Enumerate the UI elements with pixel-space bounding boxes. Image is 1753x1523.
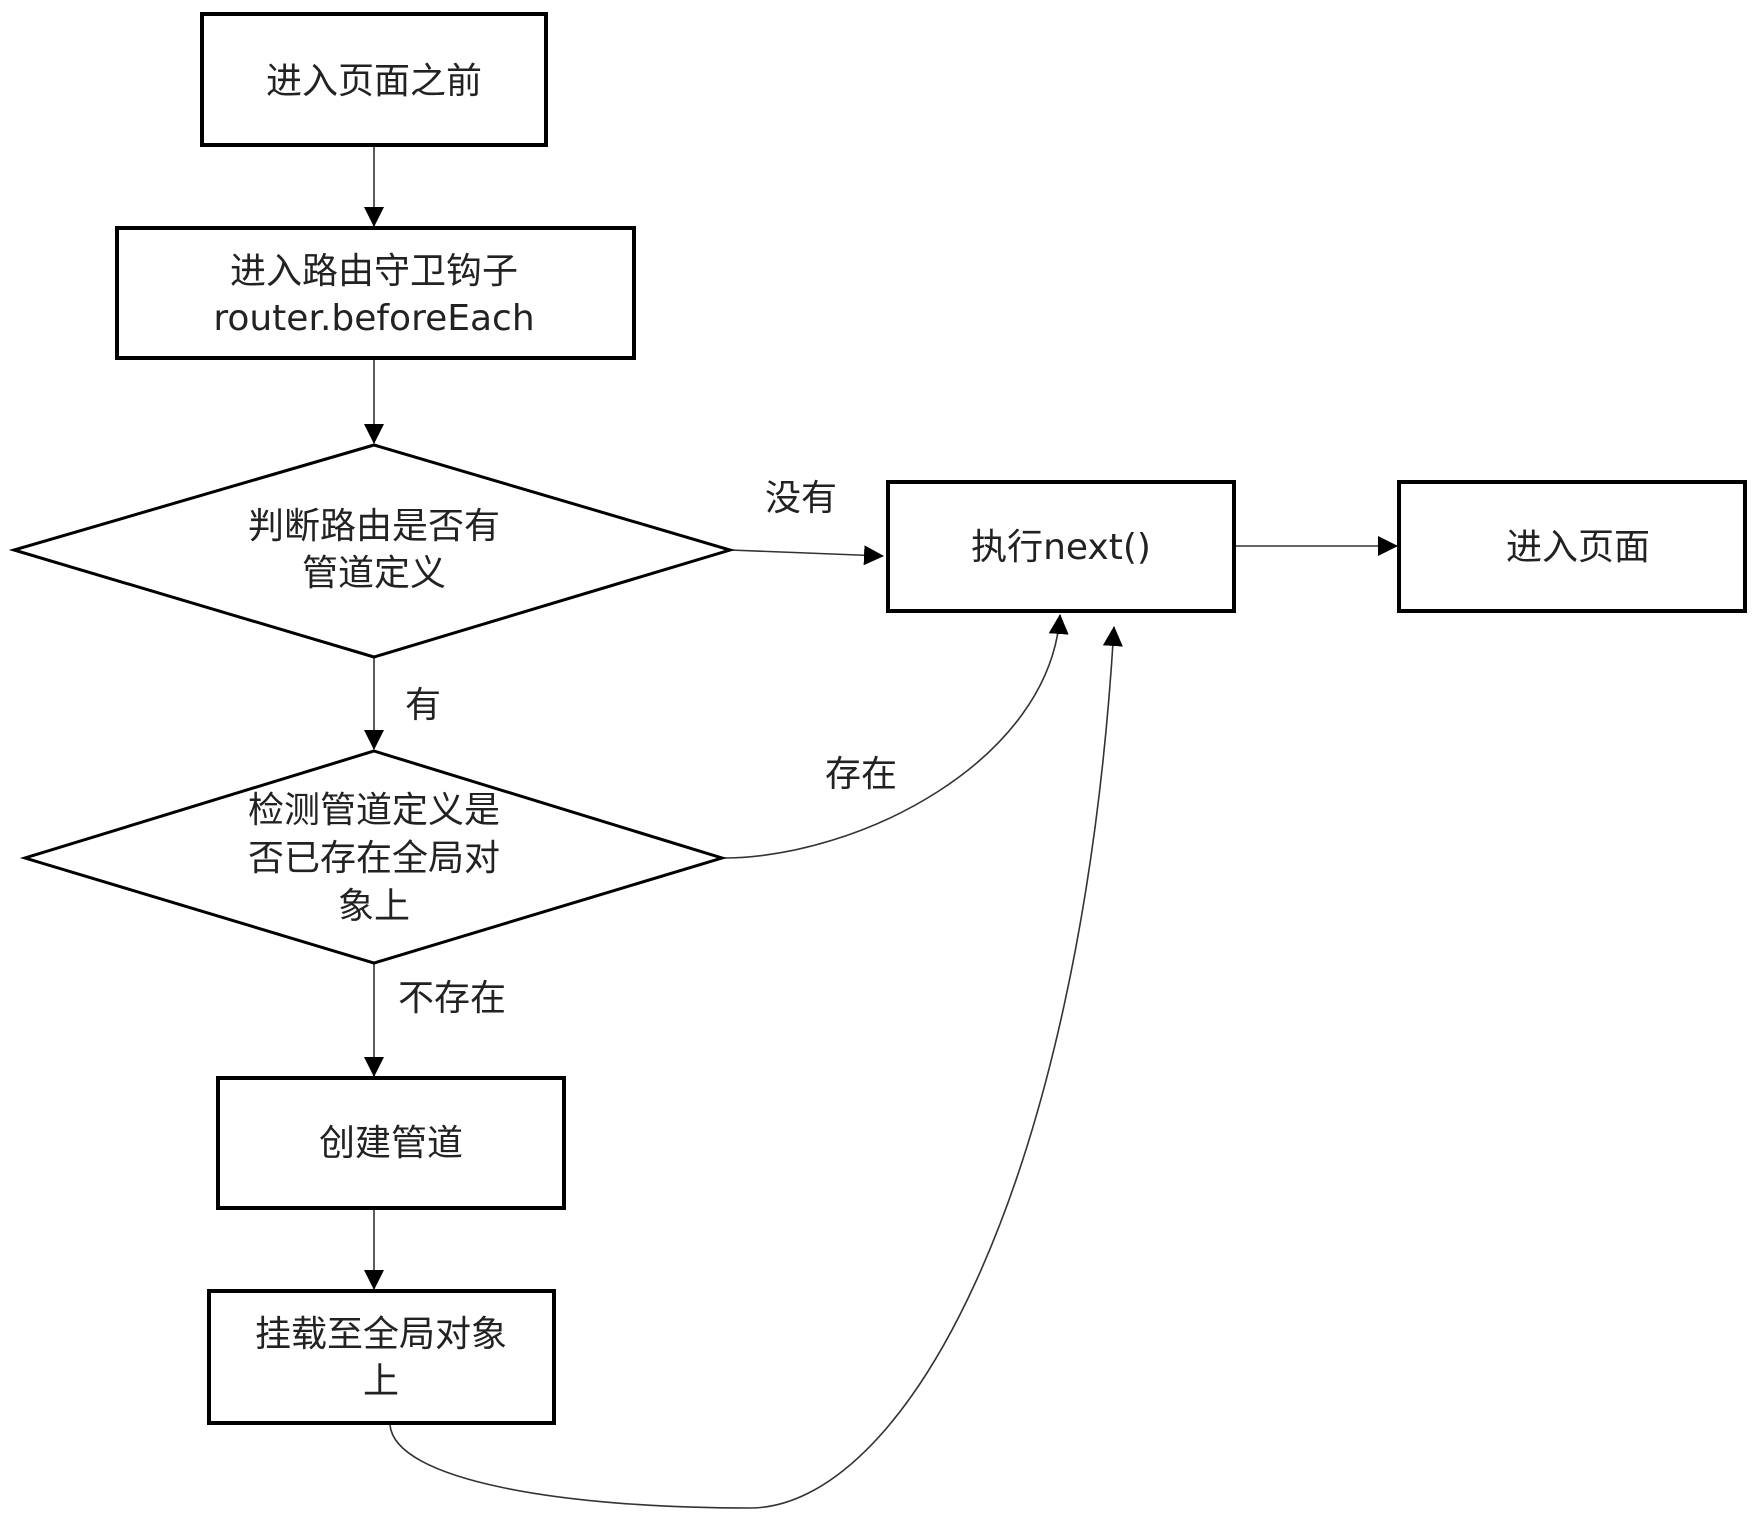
node-router-guard-label-line2: router.beforeEach xyxy=(213,298,534,339)
node-create-pipeline-label: 创建管道 xyxy=(319,1123,463,1164)
edge-label-not-exists: 不存在 xyxy=(398,978,506,1019)
node-exec-next: 执行next() xyxy=(886,480,1236,613)
edge-labels: 没有 有 存在 不存在 xyxy=(398,478,897,1019)
node-mount-global-label-line1: 挂载至全局对象 xyxy=(255,1314,507,1355)
node-enter-page: 进入页面 xyxy=(1397,480,1747,613)
node-enter-page-label: 进入页面 xyxy=(1506,527,1650,568)
node-mount-global-label-line2: 上 xyxy=(363,1361,399,1402)
node-router-guard-label-line1: 进入路由守卫钩子 xyxy=(230,251,518,292)
node-check-pipeline-exists-label-line1: 检测管道定义是 xyxy=(248,790,500,831)
edge-check-defined-to-next xyxy=(729,545,884,566)
edge-mount-to-next xyxy=(389,626,1123,1509)
node-router-guard: 进入路由守卫钩子 router.beforeEach xyxy=(115,226,636,360)
edge-check-exists-to-next xyxy=(721,614,1069,859)
edge-label-exists: 存在 xyxy=(825,754,897,795)
edges xyxy=(364,146,1398,1509)
node-check-pipeline-exists-label-line3: 象上 xyxy=(338,886,410,927)
node-check-pipeline-defined-label-line2: 管道定义 xyxy=(302,553,446,594)
node-check-pipeline-exists: 检测管道定义是 否已存在全局对 象上 xyxy=(19,749,728,965)
node-before-enter: 进入页面之前 xyxy=(200,12,548,147)
node-check-pipeline-defined-label-line1: 判断路由是否有 xyxy=(248,506,500,547)
node-before-enter-label: 进入页面之前 xyxy=(266,61,482,102)
edge-label-has-definition: 有 xyxy=(405,685,441,726)
node-create-pipeline: 创建管道 xyxy=(216,1076,566,1210)
node-check-pipeline-defined: 判断路由是否有 管道定义 xyxy=(8,443,736,659)
edge-label-no-definition: 没有 xyxy=(765,478,837,519)
node-mount-global: 挂载至全局对象 上 xyxy=(207,1289,556,1425)
node-exec-next-label: 执行next() xyxy=(971,527,1151,568)
node-check-pipeline-exists-label-line2: 否已存在全局对 xyxy=(248,838,500,879)
